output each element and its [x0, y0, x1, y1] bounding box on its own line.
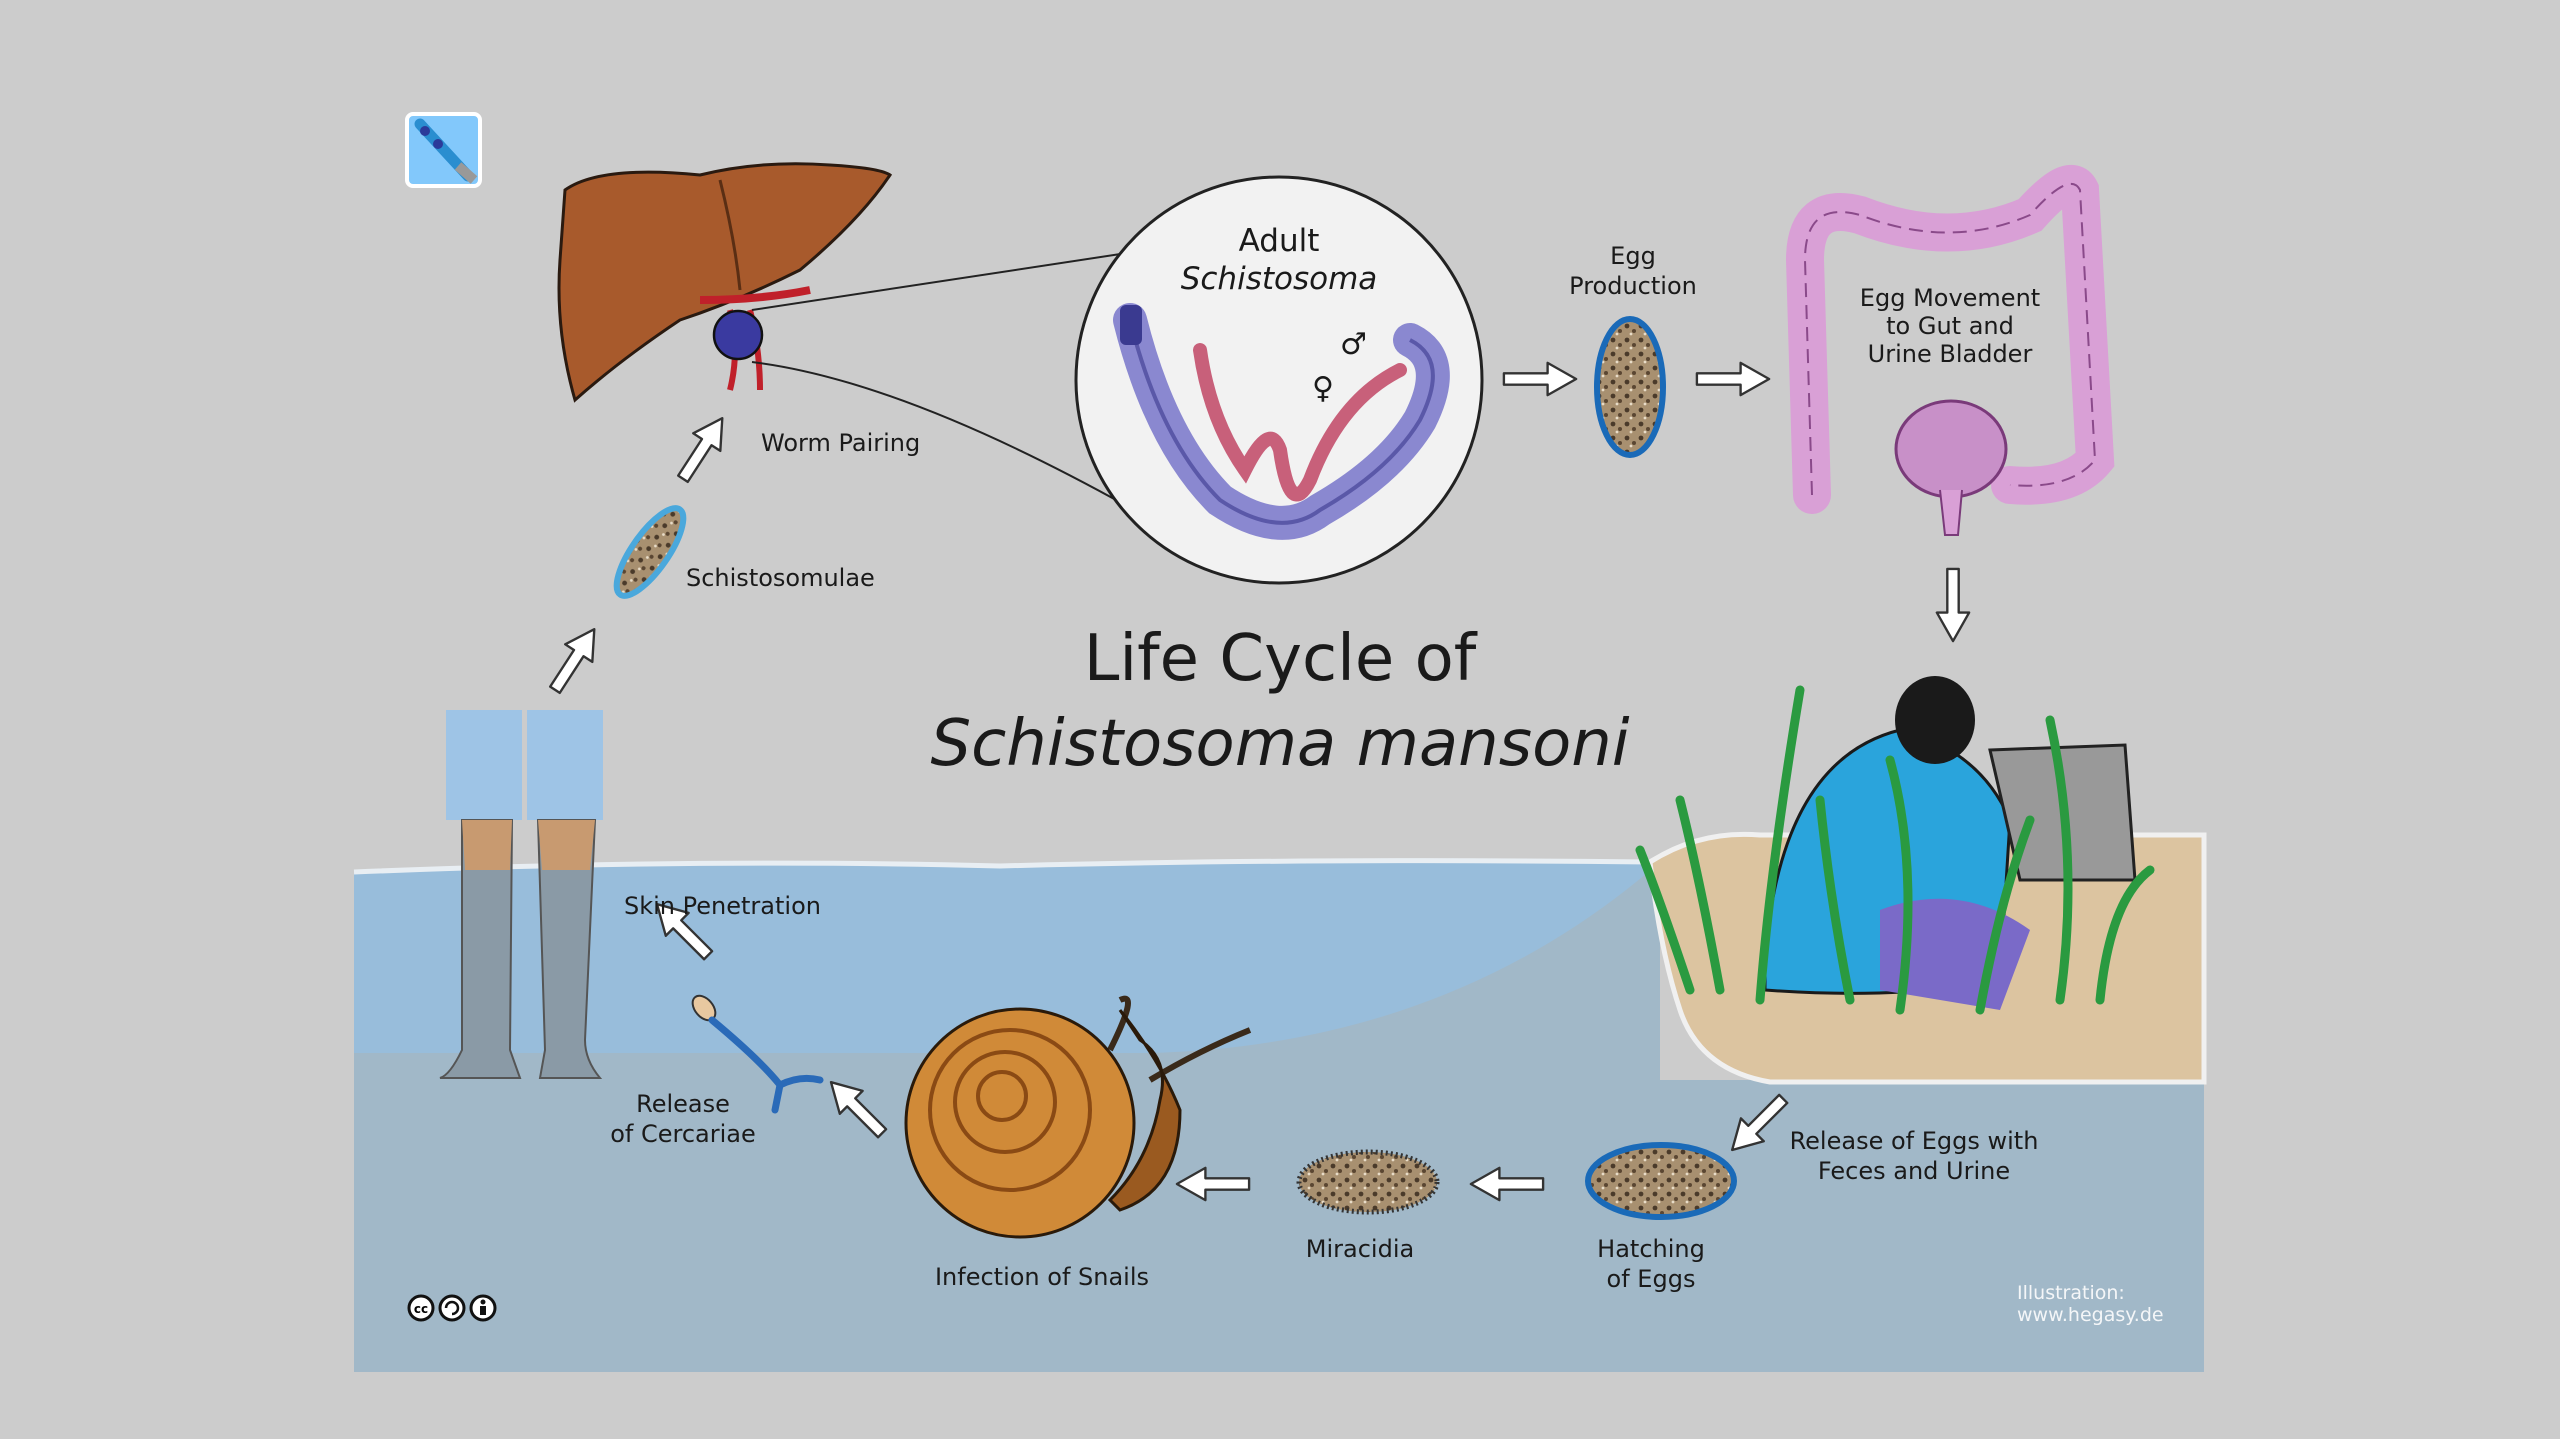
svg-text:cc: cc — [414, 1302, 428, 1316]
label-release-cercariae: Release of Cercariae — [610, 1089, 756, 1149]
label-egg-movement: Egg Movement to Gut and Urine Bladder — [1860, 284, 2040, 368]
liver — [557, 162, 893, 403]
snail — [904, 995, 1252, 1239]
title-line2: Schistosoma mansoni — [930, 707, 1630, 781]
arrow-icon — [1935, 567, 1971, 643]
label-line: to Gut and — [1886, 312, 2014, 340]
title-line1: Life Cycle of — [1083, 622, 1477, 696]
label-skin-penetration: Skin Penetration — [624, 892, 821, 920]
pencil-dna-logo-icon — [405, 112, 482, 188]
license-icons: cc — [407, 1294, 497, 1322]
connector-line — [751, 361, 1128, 507]
arrow-icon — [668, 408, 738, 489]
label-adult-line2: Schistosoma — [1180, 261, 1378, 297]
arrow-icon — [1502, 361, 1578, 397]
label-line: of Eggs — [1606, 1265, 1696, 1293]
share-alike-icon — [438, 1294, 466, 1322]
label-line: Urine Bladder — [1867, 340, 2033, 368]
credit-url: www.hegasy.de — [2017, 1304, 2164, 1326]
connector-line — [751, 252, 1128, 311]
adult-worm-magnifier — [1074, 175, 1484, 585]
label-adult-line1: Adult — [1238, 223, 1320, 259]
label-line: of Cercariae — [610, 1120, 756, 1148]
label-egg-production: Egg Production — [1569, 241, 1697, 301]
label-line: Hatching — [1597, 1235, 1705, 1263]
illustration-credit: Illustration: www.hegasy.de — [2017, 1282, 2164, 1326]
credit-line1: Illustration: — [2017, 1282, 2125, 1304]
label-adult: Adult Schistosoma — [1181, 222, 1378, 298]
colon-and-bladder — [1785, 164, 2115, 536]
arrow-icon — [1695, 361, 1771, 397]
female-symbol: ♀ — [1312, 371, 1334, 406]
label-line: Egg Movement — [1859, 284, 2041, 312]
label-line: Egg — [1610, 242, 1656, 270]
label-line: Release — [636, 1090, 730, 1118]
miracidium — [1296, 1149, 1440, 1215]
label-worm-pairing: Worm Pairing — [761, 429, 921, 457]
male-symbol: ♂ — [1340, 327, 1367, 362]
hatching-egg — [1585, 1142, 1737, 1220]
label-line: Production — [1569, 272, 1697, 300]
label-hatching: Hatching of Eggs — [1597, 1234, 1705, 1294]
arrow-icon — [540, 619, 610, 700]
person-at-water — [1635, 676, 2155, 1015]
label-schistosomulae: Schistosomulae — [686, 564, 875, 592]
label-release-eggs: Release of Eggs with Feces and Urine — [1790, 1126, 2039, 1186]
label-line: Feces and Urine — [1817, 1157, 2011, 1185]
cercaria — [691, 994, 824, 1114]
label-line: Release of Eggs with — [1789, 1127, 2039, 1155]
egg-production-egg — [1594, 316, 1666, 458]
cc-icon — [407, 1294, 435, 1322]
human-legs — [439, 710, 603, 1079]
schistosomulae-worm — [613, 505, 687, 599]
label-miracidia: Miracidia — [1305, 1235, 1415, 1263]
label-infection-snails: Infection of Snails — [934, 1263, 1150, 1291]
